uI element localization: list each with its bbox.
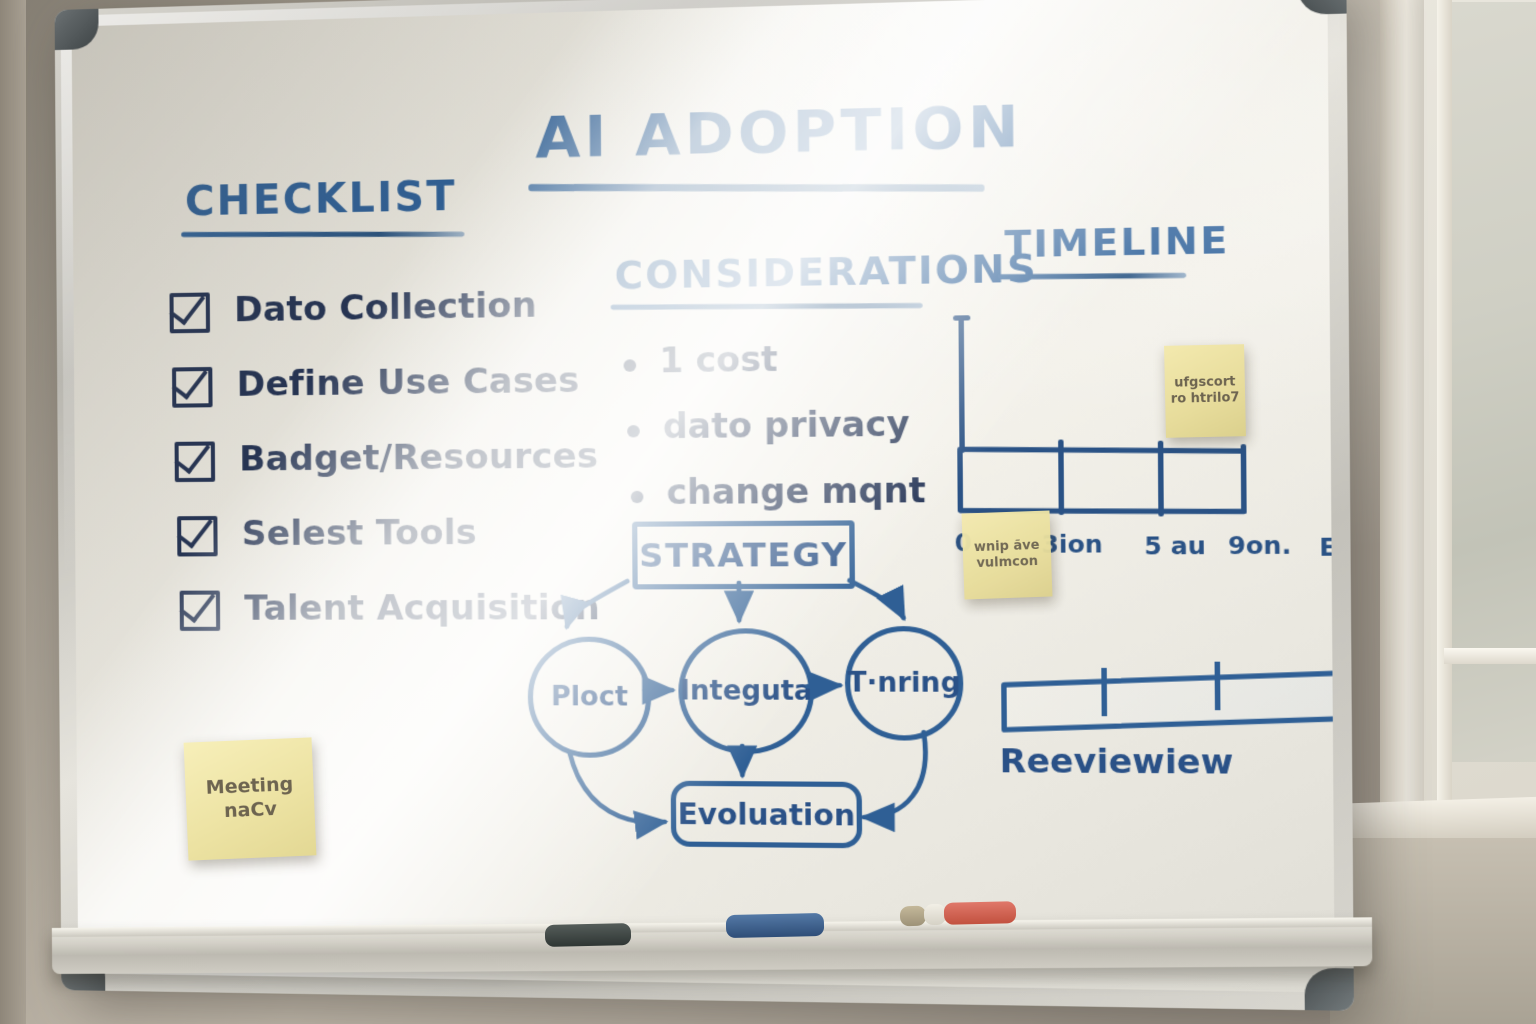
sticky-note-meeting-line1: Meeting	[205, 773, 294, 800]
marker-red[interactable]	[943, 901, 1017, 925]
sticky-note-scrawl-timeline-line2: ro htrilo7	[1170, 390, 1240, 407]
marker-red-band[interactable]	[923, 903, 947, 926]
sticky-note-scrawl-timeline-line1: ufgscort	[1174, 374, 1236, 391]
sticky-note-meeting[interactable]: Meeting naCv	[183, 737, 317, 861]
sticky-note-meeting-line2: naCv	[223, 797, 278, 823]
window-frame-vertical	[1437, 0, 1452, 860]
window-jamb	[1380, 0, 1428, 860]
marker-red-cap[interactable]	[899, 905, 927, 927]
sticky-note-scrawl-timeline[interactable]: ufgscort ro htrilo7	[1164, 344, 1246, 438]
sticky-note-scrawl-mid[interactable]: wnip ãve vulmcon	[961, 510, 1053, 600]
marker-blue[interactable]	[725, 912, 825, 939]
sticky-note-scrawl-mid-line2: vulmcon	[976, 553, 1039, 572]
window-glass	[1450, 2, 1536, 762]
timeline-tick-label-4: Eaic	[1319, 534, 1335, 563]
marker-tray	[51, 917, 1373, 974]
whiteboard: AI ADOPTION CHECKLIST Dato Collection De…	[55, 0, 1354, 1011]
marker-black[interactable]	[544, 923, 632, 947]
whiteboard-frame: AI ADOPTION CHECKLIST Dato Collection De…	[55, 0, 1354, 1011]
wall-corner-edge	[0, 0, 26, 1024]
window-mullion	[1444, 648, 1536, 664]
